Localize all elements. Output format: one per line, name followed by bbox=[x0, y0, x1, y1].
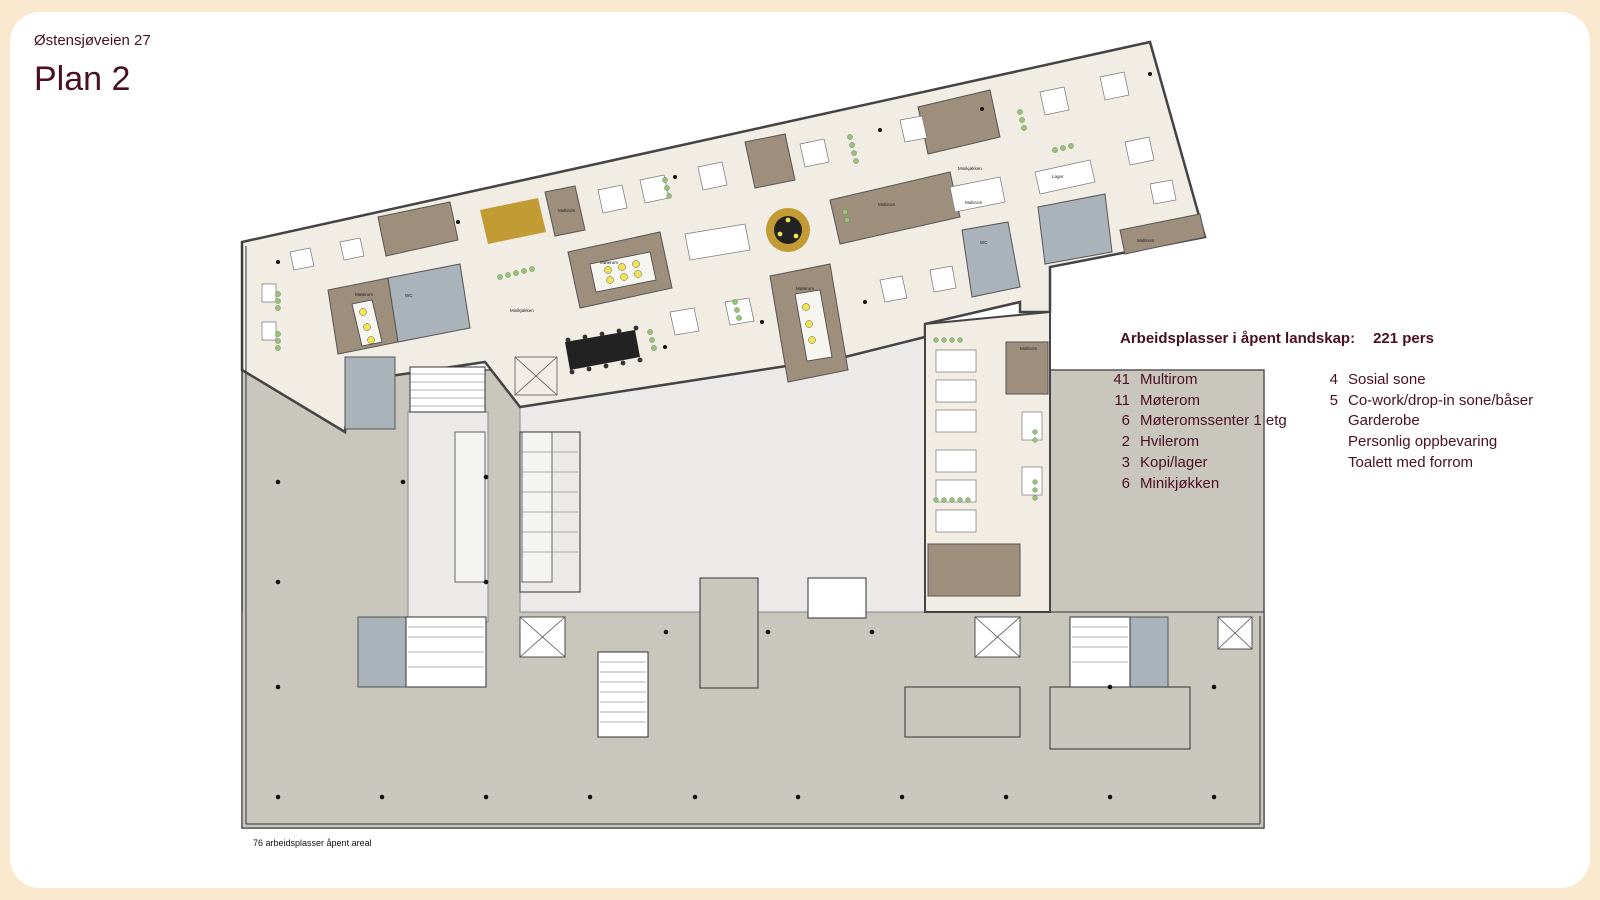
legend-label: Kopi/lager bbox=[1140, 453, 1208, 471]
structural-columns bbox=[275, 72, 1217, 800]
legend-item: Toalett med forrom bbox=[1314, 453, 1533, 474]
lift-shafts bbox=[514, 356, 1253, 658]
wc-blocks bbox=[344, 193, 1169, 688]
legend-item: 6 Minikjøkken bbox=[1106, 474, 1287, 495]
legend-label: Personlig oppbevaring bbox=[1348, 433, 1498, 451]
room-label: Multirom bbox=[1137, 238, 1155, 243]
stair-treads bbox=[408, 373, 1128, 723]
room-label: Lager bbox=[1052, 174, 1064, 179]
desk-clusters bbox=[261, 71, 1177, 341]
legend-item: 3 Kopi/lager bbox=[1106, 453, 1287, 474]
room-label: Multirom bbox=[1020, 346, 1038, 351]
legend-item: Garderobe bbox=[1314, 411, 1533, 432]
outer-walls bbox=[241, 242, 1265, 829]
room-labels: Møterom Møterom Møterom Multirom Multiro… bbox=[355, 166, 1155, 351]
room-label: Multirom bbox=[558, 208, 576, 213]
room-label: Møterom bbox=[796, 286, 814, 291]
legend-label: Møterom bbox=[1140, 391, 1200, 409]
address-label: Østensjøveien 27 bbox=[34, 32, 151, 49]
legend-heading-text: Arbeidsplasser i åpent landskap: bbox=[1120, 330, 1356, 347]
room-label: Møterom bbox=[355, 292, 373, 297]
room-label: Multirom bbox=[878, 202, 896, 207]
legend-item: 6 Møteromssenter 1 etg bbox=[1106, 411, 1287, 432]
plan-card: Østensjøveien 27 Plan 2 bbox=[10, 12, 1590, 888]
green-seating bbox=[275, 109, 1074, 503]
legend-count: 6 bbox=[1121, 474, 1130, 492]
legend-count: 11 bbox=[1114, 391, 1130, 409]
desk-column bbox=[935, 349, 1043, 533]
atrium bbox=[407, 336, 926, 623]
plan-caption: 76 arbeidsplasser åpent areal bbox=[253, 838, 372, 848]
legend-label: Møteromssenter 1 etg bbox=[1140, 412, 1287, 430]
page-title: Plan 2 bbox=[34, 60, 131, 98]
legend-item: 41 Multirom bbox=[1106, 370, 1287, 391]
room-label: Møterom bbox=[600, 260, 618, 265]
room-label: WC bbox=[405, 293, 413, 298]
legend-item: 4 Sosial sone bbox=[1314, 370, 1533, 391]
legend-label: Sosial sone bbox=[1348, 371, 1426, 388]
legend-label: Co-work/drop-in sone/båser bbox=[1348, 391, 1534, 409]
legend-total: 221 pers bbox=[1373, 330, 1434, 347]
legend-heading: Arbeidsplasser i åpent landskap: 221 pers bbox=[1120, 330, 1434, 347]
legend-count: 4 bbox=[1329, 371, 1338, 388]
legend-item: 2 Hvilerom bbox=[1106, 432, 1287, 453]
legend-count: 6 bbox=[1121, 412, 1130, 430]
legend-label: Multirom bbox=[1140, 371, 1198, 388]
legend-count: 41 bbox=[1113, 371, 1130, 388]
legend-item: 5 Co-work/drop-in sone/båser bbox=[1314, 391, 1533, 412]
chairs bbox=[565, 325, 643, 375]
legend-label: Minikjøkken bbox=[1140, 474, 1220, 492]
legend-label: Toalett med forrom bbox=[1348, 453, 1474, 471]
legend-label: Garderobe bbox=[1348, 412, 1420, 430]
legend-label: Hvilerom bbox=[1140, 433, 1200, 451]
room-label: Minikjøkken bbox=[510, 308, 534, 313]
room-label: WC bbox=[980, 240, 988, 245]
legend-item: 11 Møterom bbox=[1106, 391, 1287, 412]
floor-plan: Møterom Møterom Møterom Multirom Multiro… bbox=[240, 40, 1265, 829]
legend-column-1: 41 Multirom 11 Møterom 6 Møteromssenter 1 e… bbox=[1106, 370, 1287, 495]
legend-item: Personlig oppbevaring bbox=[1314, 432, 1533, 453]
room-label: Multirom bbox=[965, 200, 983, 205]
legend-count: 3 bbox=[1121, 453, 1130, 471]
legend-column-2: 4 Sosial sone 5 Co-work/drop-in sone/båser… bbox=[1314, 370, 1533, 474]
room-label: Minikjøkken bbox=[958, 166, 982, 171]
legend-count: 2 bbox=[1121, 433, 1130, 451]
legend-count: 5 bbox=[1329, 391, 1338, 409]
